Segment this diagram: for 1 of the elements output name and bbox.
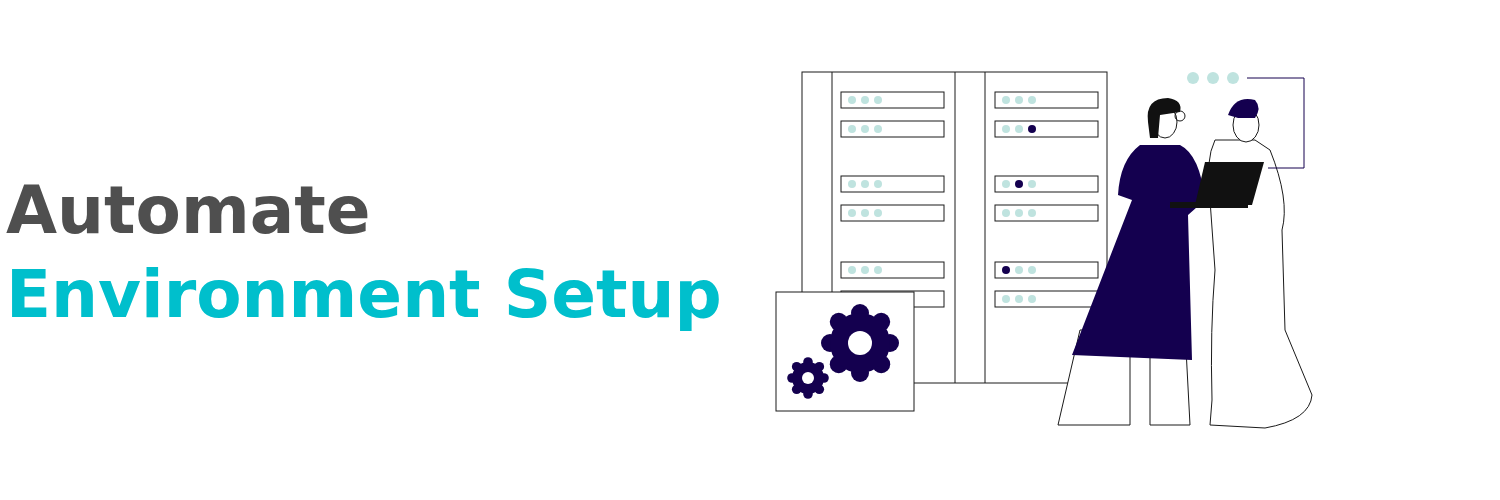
headline: Automate bbox=[6, 178, 371, 244]
